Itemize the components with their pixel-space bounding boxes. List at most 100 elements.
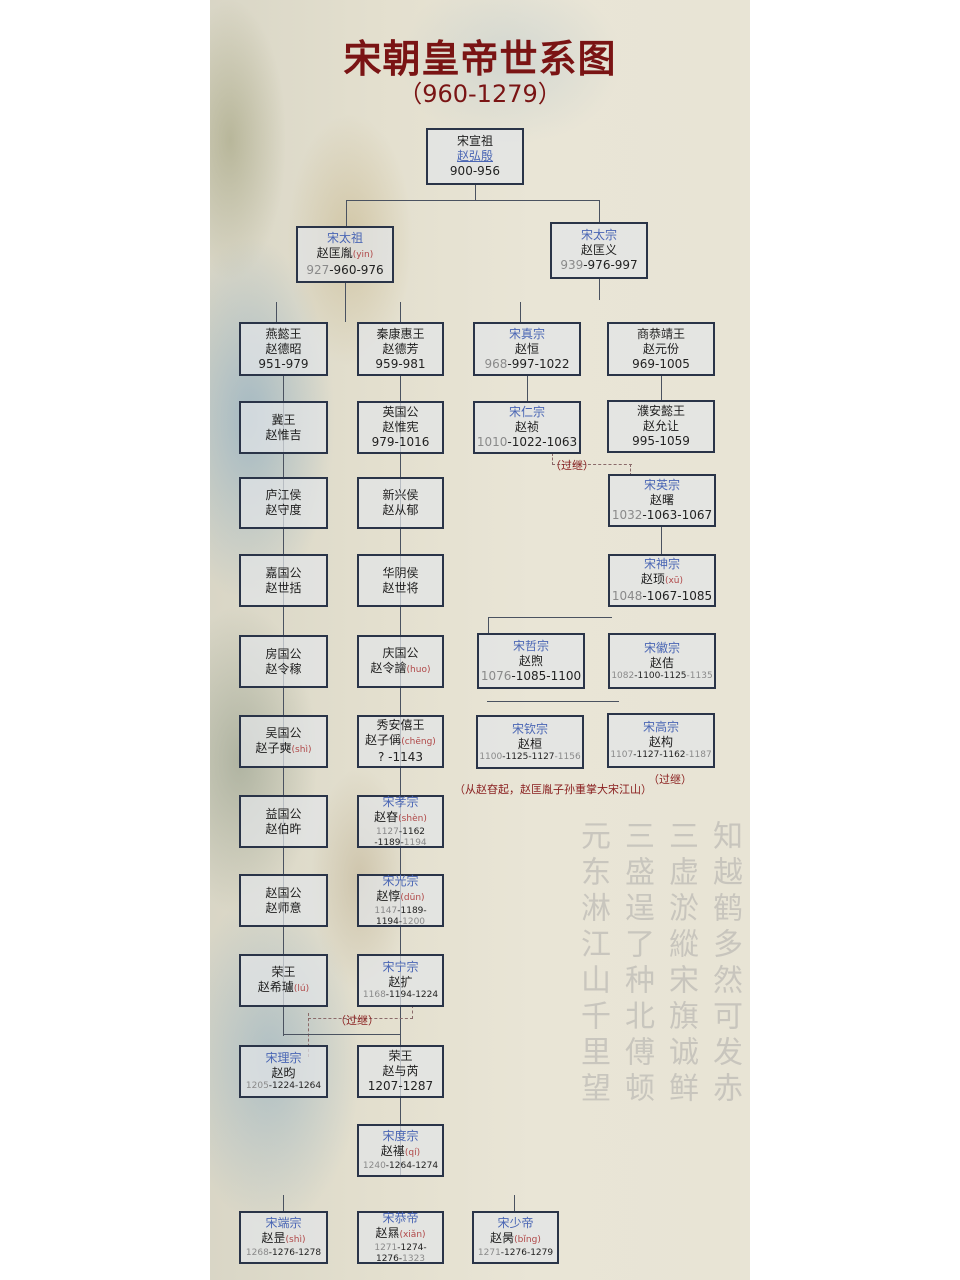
node-rongwang[interactable]: 荣王 赵希瓐(lú) [239,954,328,1007]
node-zhaoguogong[interactable]: 赵国公 赵师意 [239,874,328,927]
node-renzong[interactable]: 宋仁宗 赵祯 1010-1022-1063 [473,401,581,454]
node-ningzong[interactable]: 宋宁宗 赵扩 1168-1194-1224 [357,954,444,1007]
node-years-row: 1271-1274- [374,1243,426,1254]
node-birth-year: 1268 [245,1248,269,1258]
node-shenzong[interactable]: 宋神宗 赵顼(xū) 1048-1067-1085 [608,554,716,607]
node-name-row: 赵匡胤(yin) [317,246,374,263]
node-yingzong[interactable]: 宋英宗 赵曙 1032-1063-1067 [608,474,716,527]
node-birth-year: 1032 [611,508,643,522]
connector [488,617,489,633]
node-reign-years: -1189- [374,837,404,848]
node-xiaozong[interactable]: 宋孝宗 赵昚(shèn) 1127-1162 -1189-1194 [357,795,444,848]
background-calligraphy: 乙游一空见鬱也王知越鹤多然可发赤三虚淤縱宋旗诚鲜三盛逞了种北傅顿元东淋江山千里望 [575,820,742,1108]
node-name: 赵与芮 [382,1064,419,1078]
node-huizong[interactable]: 宋徽宗 赵佶 1082-1100-1125-1135 [608,633,716,689]
node-years-row: 1271-1276-1279 [478,1248,553,1259]
node-xiuanxiwang[interactable]: 秀安僖王 赵子偁(chēng) ? -1143 [357,715,444,768]
node-birth-year: 1107 [610,750,634,760]
node-shanggongjingwang[interactable]: 商恭靖王 赵元份 969-1005 [607,322,715,376]
node-title: 宋宁宗 [382,960,419,974]
node-puanyiwang[interactable]: 濮安懿王 赵允让 995-1059 [607,400,715,453]
node-reign-years: -1264-1274 [385,1161,439,1171]
node-name-row: 赵惇(dūn) [376,889,424,906]
node-years: 1207-1287 [367,1079,434,1093]
node-reign-years: -1125-1127 [502,751,555,762]
node-shaodi[interactable]: 宋少帝 赵昺(bǐng) 1271-1276-1279 [472,1211,559,1264]
adoption-connector [412,1005,413,1019]
node-years-row: 1100-1125-1127-1156 [479,752,580,763]
adoption-connector [308,1013,309,1057]
node-years: 979-1016 [371,435,430,449]
node-name: 赵从郁 [382,503,419,517]
adoption-note: （过继） [335,1014,379,1027]
node-title: 新兴侯 [382,488,419,502]
node-reign-years: -960-976 [329,263,384,277]
node-name: 赵惇 [376,888,401,903]
node-years-row: 1127-1162 [376,827,425,838]
node-title: 宋光宗 [382,873,419,888]
node-title: 宋太祖 [326,231,363,245]
node-yingguogong[interactable]: 英国公 赵惟宪 979-1016 [357,401,444,454]
node-xuanzu[interactable]: 宋宣祖 赵弘殷 900-956 [426,128,524,185]
node-lujianghou[interactable]: 庐江侯 赵守度 [239,477,328,529]
node-death-year: -1135 [686,670,713,681]
node-taizu[interactable]: 宋太祖 赵匡胤(yin) 927-960-976 [296,226,394,283]
node-xinxinghou[interactable]: 新兴侯 赵从郁 [357,477,444,529]
node-qinkanghuiwang[interactable]: 秦康惠王 赵德芳 959-981 [357,322,444,376]
node-rongwang2[interactable]: 荣王 赵与芮 1207-1287 [357,1045,444,1098]
node-huayinhou[interactable]: 华阴侯 赵世将 [357,554,444,607]
node-title: 荣王 [388,1049,413,1063]
node-name-row: 赵禥(qí) [381,1144,420,1161]
node-zhenzong[interactable]: 宋真宗 赵恒 968-997-1022 [473,322,581,376]
node-qinzong[interactable]: 宋钦宗 赵桓 1100-1125-1127-1156 [476,715,584,769]
node-name: 赵子偁 [365,733,402,747]
node-birth-year: 1010 [476,435,508,449]
node-years-row: 1205-1224-1264 [246,1081,321,1092]
node-title: 宋恭帝 [382,1210,419,1225]
node-jiaguogong[interactable]: 嘉国公 赵世括 [239,554,328,607]
genealogy-chart-panel: 乙游一空见鬱也王知越鹤多然可发赤三虚淤縱宋旗诚鲜三盛逞了种北傅顿元东淋江山千里望… [210,0,750,1280]
node-guangzong[interactable]: 宋光宗 赵惇(dūn) 1147-1189- 1194-1200 [357,874,444,927]
node-name: 赵恒 [514,341,539,356]
node-name: 赵昀 [271,1066,296,1080]
node-name: 赵伯旿 [265,821,302,836]
node-years-row: 927-960-976 [306,263,383,278]
node-years-row: 1168-1194-1224 [363,990,438,1001]
node-birth-year: 1147 [374,905,398,916]
node-reign-years: -1022-1063 [507,435,578,449]
node-reign-years: -1189- [397,905,427,916]
node-name: 赵顼 [640,572,665,586]
node-fangguogong[interactable]: 房国公 赵令稼 [239,635,328,688]
node-yanyiwang[interactable]: 燕懿王 赵德昭 951-979 [239,322,328,376]
node-name-row: 赵令譮(huo) [371,661,431,678]
node-reign-years: -1194-1224 [385,990,439,1000]
node-years-row: 1147-1189- [374,906,426,917]
node-reign-years: 1194- [375,916,403,927]
node-title: 宋哲宗 [512,638,549,653]
node-years-row: 1032-1063-1067 [612,508,712,523]
node-years-row: 939-976-997 [560,258,637,273]
node-gongdi[interactable]: 宋恭帝 赵㬎(xiǎn) 1271-1274- 1276-1323 [357,1211,444,1264]
node-qingguogong[interactable]: 庆国公 赵令譮(huo) [357,635,444,688]
node-duanzong[interactable]: 宋端宗 赵昰(shì) 1268-1276-1278 [239,1211,328,1264]
node-name: 赵惟吉 [265,427,302,442]
node-zhezong[interactable]: 宋哲宗 赵煦 1076-1085-1100 [477,633,585,689]
node-name: 赵曙 [649,493,674,507]
node-name: 赵桓 [517,736,542,751]
node-lizong[interactable]: 宋理宗 赵昀 1205-1224-1264 [239,1045,328,1098]
node-wuguogong[interactable]: 吴国公 赵子奭(shì) [239,715,328,768]
node-jiwang[interactable]: 冀王 赵惟吉 [239,401,328,454]
node-name: 赵师意 [265,900,302,915]
node-gaozong[interactable]: 宋高宗 赵构 1107-1127-1162-1187 [607,713,715,768]
node-yiguogong[interactable]: 益国公 赵伯旿 [239,795,328,848]
node-name: 赵世括 [265,580,302,595]
node-birth-year: 1076 [480,668,512,683]
node-duzong[interactable]: 宋度宗 赵禥(qí) 1240-1264-1274 [357,1124,444,1177]
node-title: 庆国公 [382,645,419,660]
node-title: 英国公 [382,405,419,419]
node-name-row: 赵昺(bǐng) [490,1231,541,1248]
node-taizong[interactable]: 宋太宗 赵匡义 939-976-997 [550,222,648,279]
node-name: 赵煦 [518,653,543,668]
node-pinyin: (shèn) [398,813,427,824]
node-pinyin: (shì) [285,1235,306,1245]
